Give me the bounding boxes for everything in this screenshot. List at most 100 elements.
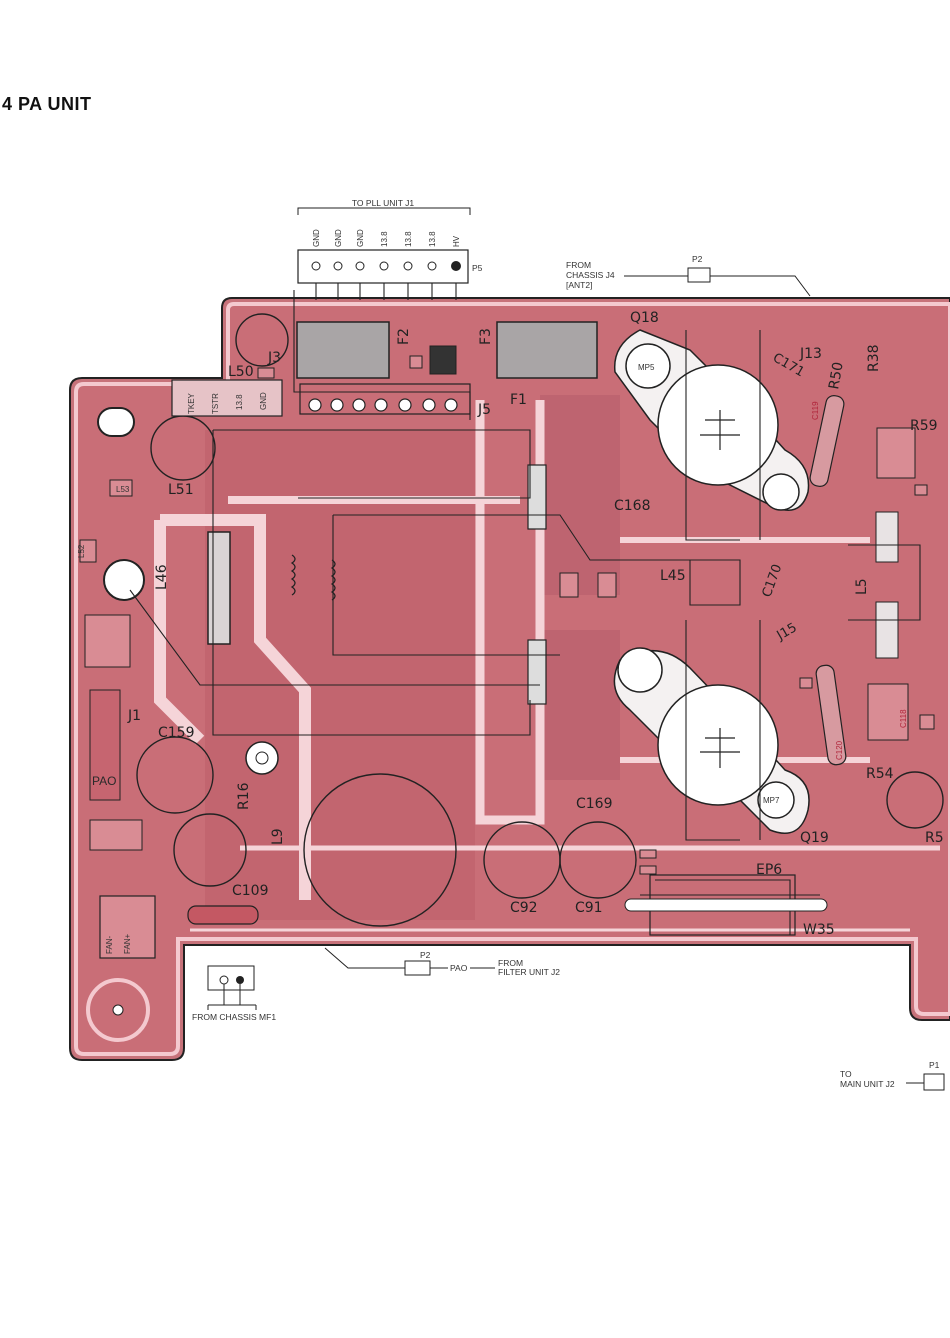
ref-L45: L45 bbox=[660, 568, 686, 584]
label-chassis-j4-2: CHASSIS J4 bbox=[566, 270, 615, 280]
ref-F2: F2 bbox=[396, 328, 412, 345]
ref-R5: R5 bbox=[925, 830, 944, 846]
ref-FAN-plus: FAN+ bbox=[123, 933, 132, 954]
ref-L9: L9 bbox=[270, 828, 286, 845]
ref-F3: F3 bbox=[478, 328, 494, 345]
copper-region-mid bbox=[540, 395, 620, 595]
lead-top-right bbox=[624, 275, 811, 297]
ref-C168: C168 bbox=[614, 498, 651, 514]
label-filter-2: FILTER UNIT J2 bbox=[498, 967, 560, 977]
cap-J3 bbox=[235, 313, 289, 367]
label-filter-1: FROM bbox=[498, 958, 523, 968]
label-main-1: TO bbox=[840, 1069, 852, 1079]
ref-TSTR: TSTR bbox=[211, 393, 220, 414]
pad-q-top bbox=[527, 464, 547, 530]
label-p5-pin-2: GND bbox=[334, 229, 343, 247]
label-p5-pin-4: 13.8 bbox=[380, 231, 389, 247]
ref-FAN-minus: FAN- bbox=[105, 935, 114, 954]
ref-F1: F1 bbox=[510, 392, 527, 408]
connector-mf1 bbox=[207, 965, 255, 991]
ref-Q19: Q19 bbox=[800, 830, 829, 846]
trace-white-L46 bbox=[160, 514, 311, 900]
label-main-2: MAIN UNIT J2 bbox=[840, 1079, 895, 1089]
coil-L46-b bbox=[330, 559, 336, 601]
cap-big-L9 bbox=[303, 773, 457, 927]
pad-q-bot bbox=[527, 639, 547, 705]
ref-L5: L5 bbox=[854, 578, 870, 595]
hole-L46 bbox=[103, 559, 145, 601]
ref-EP6: EP6 bbox=[756, 862, 782, 878]
ref-R16: R16 bbox=[236, 782, 252, 810]
ref-J5: J5 bbox=[477, 402, 491, 418]
ref-C120: C120 bbox=[835, 740, 844, 760]
label-p5-pin-7: HV bbox=[452, 235, 461, 247]
resistor-R50 bbox=[809, 395, 845, 487]
connector-J5-pads bbox=[299, 383, 471, 415]
ref-R59: R59 bbox=[910, 418, 938, 434]
ref-MP5: MP5 bbox=[638, 363, 655, 372]
ref-R54: R54 bbox=[866, 766, 894, 782]
ref-PAO: PAO bbox=[92, 774, 116, 788]
label-bottom-plug-p2: P2 bbox=[420, 950, 431, 960]
label-p5-pin-5: 13.8 bbox=[404, 231, 413, 247]
trace-white-L46b bbox=[154, 520, 205, 745]
trace-white-main bbox=[475, 400, 545, 825]
label-p5-pin-6: 13.8 bbox=[428, 231, 437, 247]
pad-W35 bbox=[624, 898, 828, 912]
label-top-plug-p2: P2 bbox=[692, 254, 703, 264]
plug-top-p2 bbox=[687, 267, 711, 283]
connector-fan bbox=[99, 895, 156, 959]
label-p5-pin-1: GND bbox=[312, 229, 321, 247]
ref-C169: C169 bbox=[576, 796, 613, 812]
ref-J13: J13 bbox=[799, 346, 822, 362]
label-chassis-mf1: FROM CHASSIS MF1 bbox=[192, 1012, 276, 1022]
label-p5-name: P5 bbox=[472, 263, 483, 273]
ref-R50: R50 bbox=[826, 361, 847, 391]
ref-C119: C119 bbox=[811, 401, 820, 420]
cap-C91 bbox=[559, 821, 637, 899]
ref-C159: C159 bbox=[158, 725, 195, 741]
hole-bottom-left bbox=[86, 978, 150, 1042]
pad-F2 bbox=[296, 321, 390, 379]
connector-J1 bbox=[89, 689, 121, 801]
lead-bottom-mid bbox=[324, 947, 448, 969]
label-plug-p1: P1 bbox=[929, 1060, 940, 1070]
label-p5-pin-3: GND bbox=[356, 229, 365, 247]
cap-C159 bbox=[136, 736, 214, 814]
copper-region-left bbox=[205, 430, 475, 920]
ref-C118: C118 bbox=[899, 709, 908, 728]
pad-L5a bbox=[875, 511, 899, 563]
ref-TKEY: TKEY bbox=[187, 392, 196, 414]
ref-L46: L46 bbox=[154, 564, 170, 590]
pad-L5b bbox=[875, 601, 899, 659]
slot-hole bbox=[97, 407, 135, 437]
resistor-R54 bbox=[815, 664, 847, 766]
ref-L51: L51 bbox=[168, 482, 194, 498]
ref-138: 13.8 bbox=[235, 394, 244, 410]
pad-F3 bbox=[496, 321, 598, 379]
plug-p1 bbox=[923, 1073, 945, 1091]
pad-L46 bbox=[207, 531, 231, 645]
label-pao-signal: PAO bbox=[450, 963, 468, 973]
copper-region-mid2 bbox=[540, 630, 620, 780]
ref-C92: C92 bbox=[510, 900, 538, 916]
smd-parts bbox=[79, 345, 935, 875]
label-chassis-j4-3: [ANT2] bbox=[566, 280, 592, 290]
bracket-p5 bbox=[297, 207, 471, 215]
ref-J3: J3 bbox=[267, 350, 281, 366]
plug-bottom-p2 bbox=[404, 960, 431, 976]
ref-MP7: MP7 bbox=[763, 796, 780, 805]
ref-L50: L50 bbox=[228, 364, 254, 380]
cap-R5 bbox=[886, 771, 944, 829]
ref-L52: L52 bbox=[77, 544, 86, 558]
ref-C109: C109 bbox=[232, 883, 269, 899]
connector-tkey bbox=[171, 379, 283, 417]
label-p5-header: TO PLL UNIT J1 bbox=[352, 198, 414, 208]
ref-GND: GND bbox=[259, 392, 268, 410]
ref-W35: W35 bbox=[803, 922, 835, 938]
label-chassis-j4-1: FROM bbox=[566, 260, 591, 270]
resistor-J15 bbox=[187, 905, 259, 925]
ref-C91: C91 bbox=[575, 900, 603, 916]
ref-L53: L53 bbox=[116, 485, 130, 494]
